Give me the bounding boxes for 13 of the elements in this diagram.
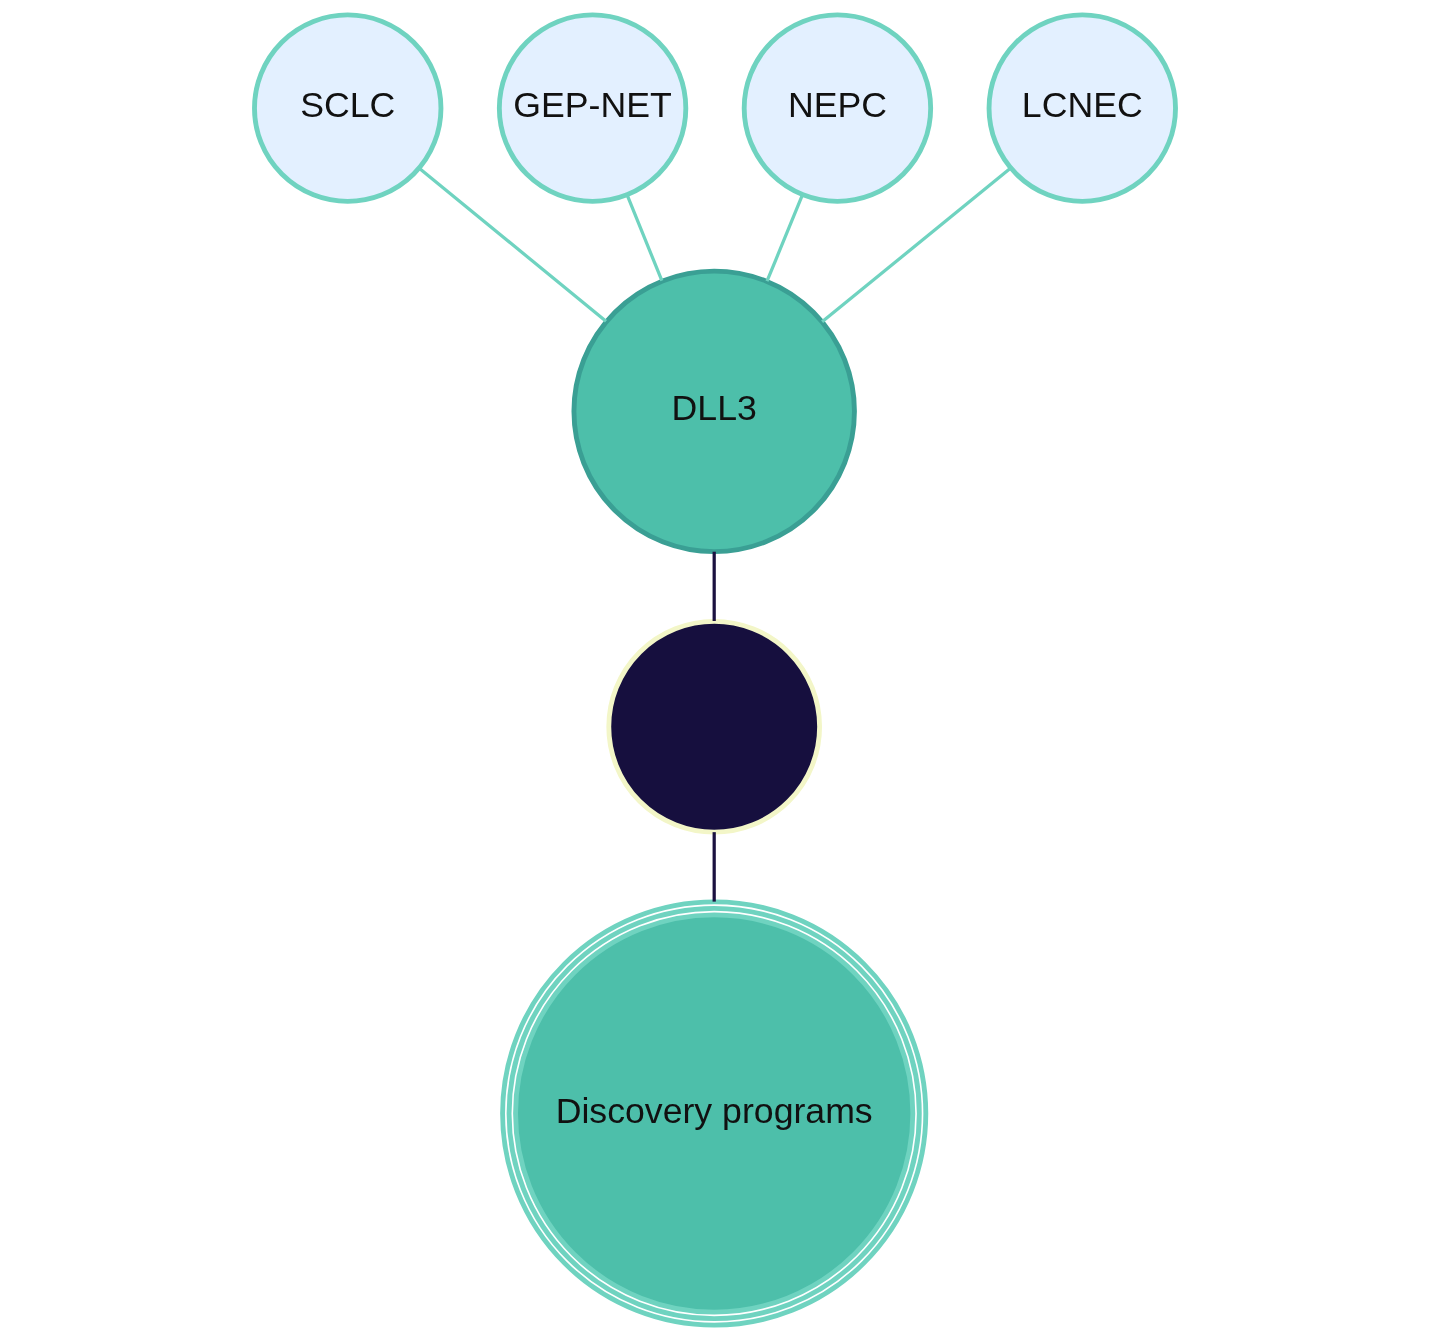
node-circle — [606, 618, 822, 835]
connector — [625, 194, 664, 282]
connector — [418, 167, 608, 323]
node-circle: GEP-NET — [496, 12, 689, 204]
node-circle: SCLC — [252, 12, 444, 204]
connector — [712, 551, 716, 622]
node-circle: NEPC — [741, 12, 934, 204]
node-circle: Discovery programs — [500, 899, 929, 1328]
connector — [712, 832, 716, 902]
connector — [765, 194, 804, 282]
node-circle: DLL3 — [571, 268, 857, 555]
connector — [821, 167, 1012, 323]
node-circle: LCNEC — [986, 12, 1178, 204]
